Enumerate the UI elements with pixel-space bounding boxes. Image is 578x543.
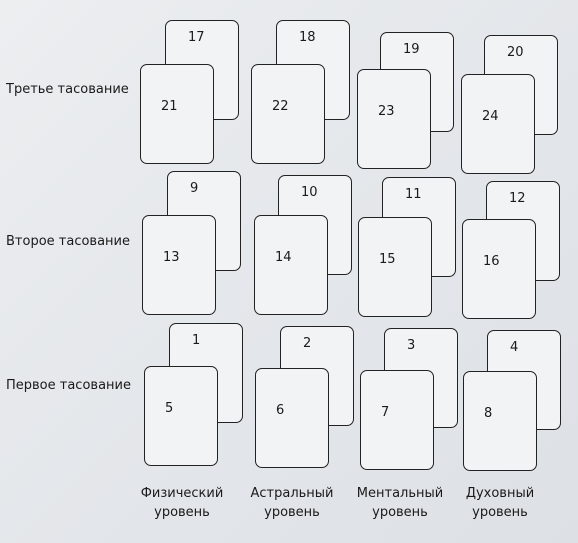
card-23: 23 (357, 69, 431, 169)
card-number: 17 (188, 30, 205, 45)
card-21: 21 (140, 64, 214, 164)
card-24: 24 (461, 74, 535, 174)
column-label-line: уровень (264, 505, 320, 520)
card-13: 13 (142, 215, 216, 315)
card-number: 4 (510, 340, 519, 355)
card-number: 1 (192, 333, 201, 348)
column-label-line: уровень (372, 505, 428, 520)
card-8: 8 (463, 371, 537, 471)
row-label-first: Первое тасование (6, 378, 131, 393)
column-label-physical: Физический уровень (122, 484, 242, 522)
card-number: 16 (483, 254, 500, 269)
card-22: 22 (251, 64, 325, 164)
column-label-line: Ментальный (356, 486, 444, 501)
card-number: 6 (276, 403, 285, 418)
card-number: 20 (507, 45, 524, 60)
card-number: 12 (509, 191, 526, 206)
card-15: 15 (358, 217, 432, 317)
column-label-line: уровень (472, 505, 528, 520)
card-number: 23 (378, 104, 395, 119)
column-label-line: Астральный (250, 486, 334, 501)
card-number: 19 (403, 42, 420, 57)
row-label-second: Второе тасование (6, 234, 130, 249)
card-6: 6 (255, 368, 329, 468)
card-number: 2 (303, 336, 312, 351)
card-7: 7 (360, 370, 434, 470)
card-number: 14 (275, 250, 292, 265)
card-number: 3 (407, 338, 416, 353)
column-label-mental: Ментальный уровень (340, 484, 460, 522)
card-14: 14 (254, 215, 328, 315)
column-label-astral: Астральный уровень (232, 484, 352, 522)
column-label-spiritual: Духовный уровень (440, 484, 560, 522)
card-number: 21 (161, 99, 178, 114)
card-number: 24 (482, 109, 499, 124)
card-number: 9 (190, 181, 199, 196)
card-number: 13 (163, 250, 180, 265)
card-number: 5 (165, 401, 174, 416)
card-5: 5 (144, 366, 218, 466)
card-number: 18 (299, 30, 316, 45)
row-label-third: Третье тасование (6, 82, 129, 97)
card-number: 11 (405, 187, 422, 202)
card-number: 7 (381, 405, 390, 420)
card-number: 22 (272, 99, 289, 114)
column-label-line: Физический (140, 486, 224, 501)
card-number: 8 (484, 406, 493, 421)
column-label-line: уровень (154, 505, 210, 520)
card-number: 10 (301, 185, 318, 200)
card-16: 16 (462, 219, 536, 319)
column-label-line: Духовный (465, 486, 535, 501)
card-number: 15 (379, 252, 396, 267)
